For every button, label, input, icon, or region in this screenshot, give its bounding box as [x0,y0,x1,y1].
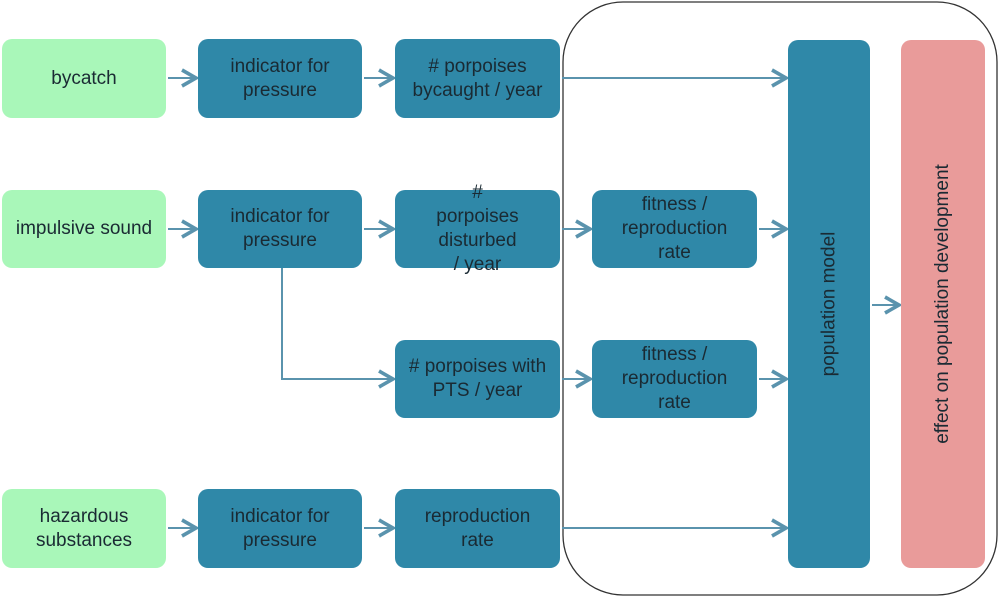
population-effect: effect on population development [901,40,985,568]
pressure-hazardous-substances: hazardous substances [2,489,166,568]
indicator-sound: indicator for pressure [198,190,362,268]
population-model-label: population model [818,231,839,377]
count-disturbed: # porpoises disturbed / year [395,182,560,275]
indicator-bycatch: indicator for pressure [198,39,362,118]
arrow [281,268,397,389]
population-effect-label: effect on population development [932,164,953,444]
fitness-pts: fitness / reproduction rate [592,340,757,418]
pressure-impulsive-sound: impulsive sound [2,190,166,268]
fitness-disturbed: fitness / reproduction rate [592,190,757,268]
count-pts: # porpoises with PTS / year [395,340,560,418]
model-boundary [562,1,998,596]
count-bycaught: # porpoises bycaught / year [395,39,560,118]
population-model: population model [788,40,870,568]
indicator-hazardous: indicator for pressure [198,489,362,568]
pressure-bycatch: bycatch [2,39,166,118]
reproduction-rate: reproduction rate [395,489,560,568]
